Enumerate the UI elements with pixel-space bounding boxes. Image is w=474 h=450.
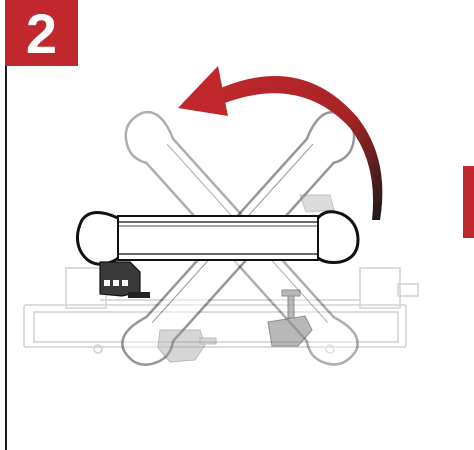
folding-tool-horizontal xyxy=(77,212,358,264)
ghost-clamp-left xyxy=(158,330,216,362)
ghost-clamp-top-right xyxy=(300,195,334,212)
bar-clamp-icon xyxy=(100,262,150,298)
